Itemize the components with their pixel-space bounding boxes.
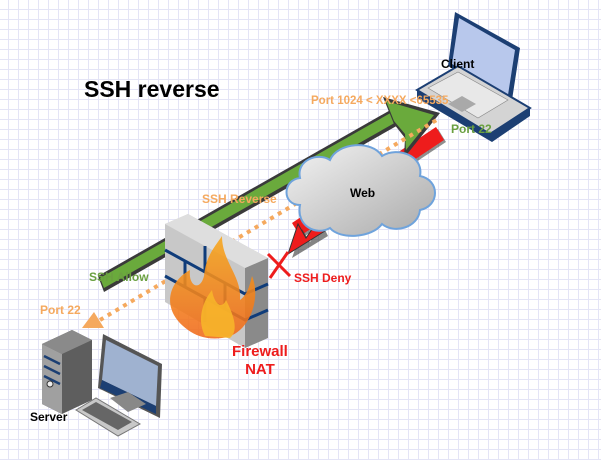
ssh-tunnel-line	[98, 116, 442, 322]
client-port-label: Port 22	[451, 122, 492, 136]
firewall-icon	[164, 214, 269, 348]
ssh-reverse-label: SSH Reverse	[202, 192, 277, 206]
web-label: Web	[350, 186, 376, 200]
client-label: Client	[441, 57, 475, 71]
diagram-title: SSH reverse	[84, 76, 220, 102]
ssh-deny-label: SSH Deny	[294, 271, 352, 285]
ssh-allow-label: SSH Allow	[89, 270, 149, 284]
desktop-server-icon	[42, 330, 162, 437]
server-label: Server	[30, 410, 68, 424]
firewall-label: Firewall NAT	[232, 343, 288, 379]
firewall-label-line2: NAT	[245, 361, 275, 378]
laptop-icon	[415, 12, 532, 142]
cloud-icon	[285, 144, 436, 237]
client-port-range-label: Port 1024 < XXXX <65535	[311, 95, 449, 107]
x-mark-icon	[266, 251, 292, 279]
server-port-label: Port 22	[40, 303, 81, 317]
server-port-marker-icon	[82, 312, 104, 328]
firewall-label-line1: Firewall	[232, 343, 288, 360]
